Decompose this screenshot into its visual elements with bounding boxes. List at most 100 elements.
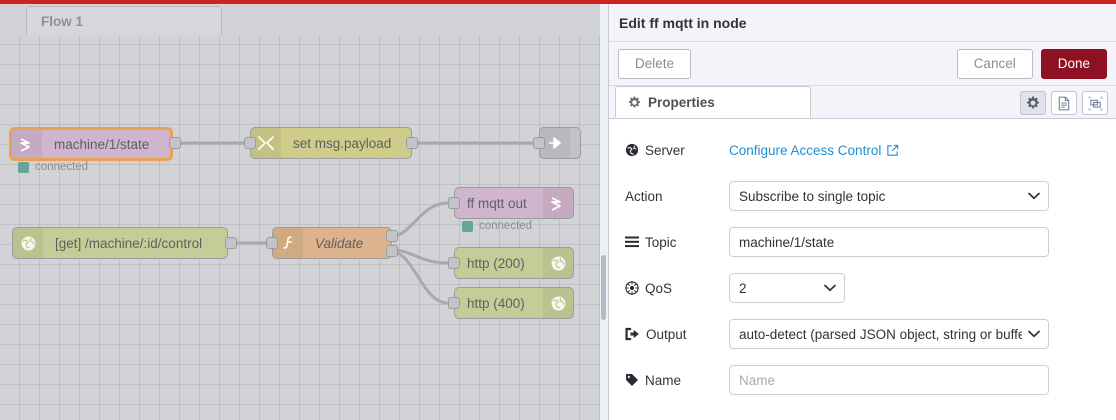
list-icon	[625, 236, 639, 248]
node-label: [get] /machine/:id/control	[55, 235, 203, 251]
node-mqtt-out[interactable]: ff mqtt out	[454, 187, 574, 219]
server-label: Server	[645, 142, 685, 158]
debug-icon	[540, 128, 570, 158]
status-text: connected	[479, 220, 533, 232]
node-label: ff mqtt out	[467, 195, 527, 211]
output-select-wrap: auto-detect (parsed JSON object, string …	[729, 319, 1049, 349]
qos-label-group: QoS	[625, 281, 729, 296]
port-output-mqtt-in[interactable]	[169, 137, 181, 149]
node-http-400[interactable]: http (400)	[454, 287, 574, 319]
cancel-button[interactable]: Cancel	[956, 48, 1033, 79]
status-dot-icon	[462, 220, 473, 232]
form-row-qos: QoS 012	[625, 273, 1102, 303]
node-label: set msg.payload	[293, 135, 392, 151]
topic-input[interactable]	[729, 227, 1049, 257]
output-label: Output	[646, 326, 687, 342]
mqtt-icon	[12, 130, 42, 158]
node-change[interactable]: set msg.payload	[250, 127, 412, 159]
panel-tab-bar: Properties	[609, 86, 1116, 119]
node-http-200[interactable]: http (200)	[454, 247, 574, 279]
wire-function-to-http400	[391, 250, 449, 305]
header-accent-bar	[0, 0, 1116, 4]
form-row-topic: Topic	[625, 227, 1102, 257]
node-debug[interactable]	[539, 127, 581, 159]
topic-label-group: Topic	[625, 235, 729, 250]
node-label: http (200)	[467, 255, 525, 271]
node-mqtt-in[interactable]: machine/1/state	[10, 128, 172, 160]
name-label: Name	[645, 372, 682, 388]
flow-tab-flow-1[interactable]: Flow 1	[26, 6, 222, 38]
port-input-mqtt-out[interactable]	[448, 197, 460, 209]
tab-properties-label: Properties	[648, 94, 715, 110]
wire-function-to-mqttout	[391, 201, 449, 238]
port-input-change[interactable]	[244, 137, 256, 149]
qos-select-wrap: 012	[729, 273, 845, 303]
flow-tab-bar: Flow 1	[0, 4, 600, 38]
name-input[interactable]	[729, 365, 1049, 395]
gear-icon-button[interactable]	[1020, 91, 1046, 115]
flow-workspace[interactable]: Flow 1	[0, 4, 600, 420]
action-label: Action	[625, 188, 663, 204]
tab-properties[interactable]: Properties	[615, 86, 811, 118]
node-function[interactable]: Validate	[272, 227, 392, 259]
output-select[interactable]: auto-detect (parsed JSON object, string …	[729, 319, 1049, 349]
form-row-name: Name	[625, 365, 1102, 395]
form-row-output: Output auto-detect (parsed JSON object, …	[625, 319, 1102, 349]
flow-tab-label: Flow 1	[41, 14, 84, 29]
external-link-icon	[886, 144, 899, 157]
node-label: http (400)	[467, 295, 525, 311]
edit-node-panel: Edit ff mqtt in node Delete Cancel Done …	[608, 4, 1116, 420]
form-row-server: Server Configure Access Control	[625, 135, 1102, 165]
function-icon	[273, 228, 303, 258]
panel-title: Edit ff mqtt in node	[619, 14, 747, 31]
node-label: Validate	[315, 235, 364, 251]
status-mqtt-in: connected	[18, 161, 88, 173]
port-output-http-in[interactable]	[225, 237, 237, 249]
panel-tab-icon-group	[1020, 91, 1108, 115]
target-icon	[625, 281, 639, 295]
globe-icon	[625, 143, 639, 157]
canvas-vertical-scrollbar[interactable]	[601, 255, 606, 320]
port-input-function[interactable]	[266, 237, 278, 249]
qos-select[interactable]: 012	[729, 273, 845, 303]
flow-canvas[interactable]: machine/1/state connected set msg.payloa…	[0, 35, 600, 420]
status-dot-icon	[18, 161, 29, 173]
change-icon	[251, 128, 281, 158]
tag-icon	[625, 373, 639, 387]
port-input-http-200[interactable]	[448, 257, 460, 269]
form-row-action: Action Subscribe to single topicSubscrib…	[625, 181, 1102, 211]
status-mqtt-out: connected	[462, 220, 532, 232]
node-properties-form: Server Configure Access Control Action	[609, 119, 1116, 420]
done-button[interactable]: Done	[1040, 48, 1107, 79]
delete-button[interactable]: Delete	[618, 48, 692, 79]
port-input-debug[interactable]	[533, 137, 545, 149]
action-select-wrap: Subscribe to single topicSubscribe to mu…	[729, 181, 1049, 211]
port-input-http-400[interactable]	[448, 297, 460, 309]
panel-divider	[600, 4, 608, 420]
node-label: machine/1/state	[54, 136, 150, 152]
panel-header: Edit ff mqtt in node	[609, 4, 1116, 42]
port-output-change[interactable]	[406, 137, 418, 149]
configure-access-control-link[interactable]: Configure Access Control	[729, 143, 899, 158]
appearance-icon-button[interactable]	[1082, 91, 1108, 115]
qos-label: QoS	[645, 280, 673, 296]
gear-icon	[628, 95, 641, 109]
globe-icon	[13, 228, 43, 258]
globe-icon	[543, 248, 573, 278]
status-text: connected	[35, 161, 89, 173]
node-http-in[interactable]: [get] /machine/:id/control	[12, 227, 228, 259]
globe-icon	[543, 288, 573, 318]
description-icon-button[interactable]	[1051, 91, 1077, 115]
port-output-function-2[interactable]	[386, 245, 398, 257]
port-output-function-1[interactable]	[386, 230, 398, 242]
sign-out-icon	[625, 327, 640, 341]
mqtt-icon	[543, 188, 573, 218]
panel-action-bar: Delete Cancel Done	[609, 42, 1116, 86]
output-label-group: Output	[625, 327, 729, 342]
action-select[interactable]: Subscribe to single topicSubscribe to mu…	[729, 181, 1049, 211]
name-label-group: Name	[625, 373, 729, 388]
topic-label: Topic	[645, 234, 677, 250]
server-label-group: Server	[625, 143, 729, 158]
link-text: Configure Access Control	[729, 142, 882, 158]
